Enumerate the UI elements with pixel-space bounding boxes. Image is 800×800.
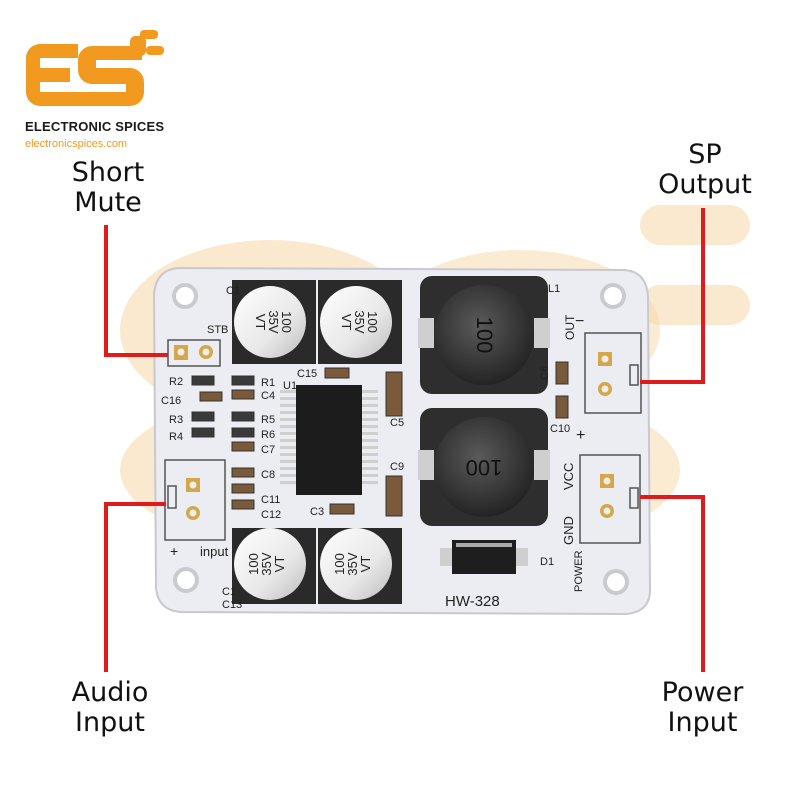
callout-audio-input: Audio Input bbox=[71, 677, 149, 738]
diode bbox=[440, 540, 528, 574]
label-input: input bbox=[200, 544, 229, 559]
electrolytic-capacitor: 10035VVT bbox=[232, 528, 316, 604]
smd-components bbox=[191, 361, 569, 517]
svg-text:100: 100 bbox=[472, 317, 497, 354]
svg-text:C5: C5 bbox=[390, 417, 404, 429]
label-stb: STB bbox=[207, 324, 228, 336]
speaker-output-terminal bbox=[584, 332, 642, 414]
svg-text:C9: C9 bbox=[390, 461, 404, 473]
electrolytic-capacitor: 10035VVT bbox=[318, 280, 402, 364]
svg-text:C7: C7 bbox=[261, 444, 275, 456]
svg-text:C11: C11 bbox=[261, 494, 280, 506]
svg-text:R5: R5 bbox=[261, 414, 275, 426]
callout-line-audio-input bbox=[104, 502, 108, 672]
amplifier-ic bbox=[280, 385, 378, 495]
inductor: 100 bbox=[418, 408, 550, 526]
svg-text:R2: R2 bbox=[169, 376, 183, 388]
svg-text:10035VVT: 10035VVT bbox=[246, 552, 287, 575]
short-mute-jumper bbox=[167, 339, 221, 367]
svg-text:L1: L1 bbox=[548, 283, 560, 295]
callout-line-power-input bbox=[640, 495, 705, 499]
svg-text:+: + bbox=[576, 427, 585, 444]
callout-line-short-mute bbox=[104, 353, 168, 357]
svg-text:C10: C10 bbox=[550, 423, 570, 435]
mounting-hole bbox=[600, 283, 626, 309]
callout-line-short-mute bbox=[104, 225, 108, 357]
svg-text:−: − bbox=[575, 313, 584, 330]
board-model: HW-328 bbox=[445, 593, 500, 610]
callout-line-power-input bbox=[701, 495, 705, 672]
callout-line-audio-input bbox=[104, 502, 166, 506]
svg-text:C3: C3 bbox=[310, 506, 324, 518]
callout-power-input: Power Input bbox=[661, 677, 744, 738]
svg-text:R6: R6 bbox=[261, 429, 275, 441]
label-vcc: VCC bbox=[561, 463, 576, 490]
callout-sp-output: SP Output bbox=[658, 139, 752, 200]
electrolytic-capacitor: 10035VVT bbox=[232, 280, 316, 364]
callout-short-mute: Short Mute bbox=[71, 157, 145, 218]
callout-line-sp-output bbox=[701, 208, 705, 384]
svg-text:R1: R1 bbox=[261, 377, 275, 389]
label-out: OUT bbox=[563, 314, 577, 340]
electrolytic-capacitor: 10035VVT bbox=[318, 528, 402, 604]
svg-text:R4: R4 bbox=[169, 431, 183, 443]
svg-text:D1: D1 bbox=[540, 556, 554, 568]
inductor: 100 bbox=[418, 276, 550, 394]
svg-text:+: + bbox=[170, 543, 178, 559]
svg-text:R3: R3 bbox=[169, 414, 183, 426]
mounting-hole bbox=[603, 569, 629, 595]
svg-text:10035VVT: 10035VVT bbox=[253, 310, 294, 333]
svg-text:C6: C6 bbox=[539, 366, 551, 380]
mounting-hole bbox=[173, 567, 199, 593]
svg-text:C8: C8 bbox=[261, 469, 275, 481]
svg-text:10035VVT: 10035VVT bbox=[332, 552, 373, 575]
svg-text:10035VVT: 10035VVT bbox=[339, 310, 380, 333]
power-input-terminal bbox=[579, 454, 641, 544]
svg-text:100: 100 bbox=[466, 455, 503, 480]
svg-text:U1: U1 bbox=[283, 380, 297, 392]
svg-text:C15: C15 bbox=[297, 368, 317, 380]
svg-text:C4: C4 bbox=[261, 390, 275, 402]
brand-url: electronicspices.com bbox=[25, 138, 128, 150]
audio-input-terminal bbox=[164, 459, 226, 541]
label-gnd: GND bbox=[561, 516, 576, 545]
callout-line-sp-output bbox=[640, 380, 705, 384]
svg-text:C16: C16 bbox=[161, 395, 181, 407]
mounting-hole bbox=[172, 283, 198, 309]
brand-name: ELECTRONIC SPICES bbox=[25, 119, 165, 134]
brand-logo bbox=[26, 30, 164, 106]
svg-text:C1: C1 bbox=[222, 586, 236, 598]
svg-text:C13: C13 bbox=[222, 599, 242, 611]
svg-text:C12: C12 bbox=[261, 509, 281, 521]
svg-text:C1: C1 bbox=[226, 285, 240, 297]
label-power: POWER bbox=[573, 550, 585, 592]
